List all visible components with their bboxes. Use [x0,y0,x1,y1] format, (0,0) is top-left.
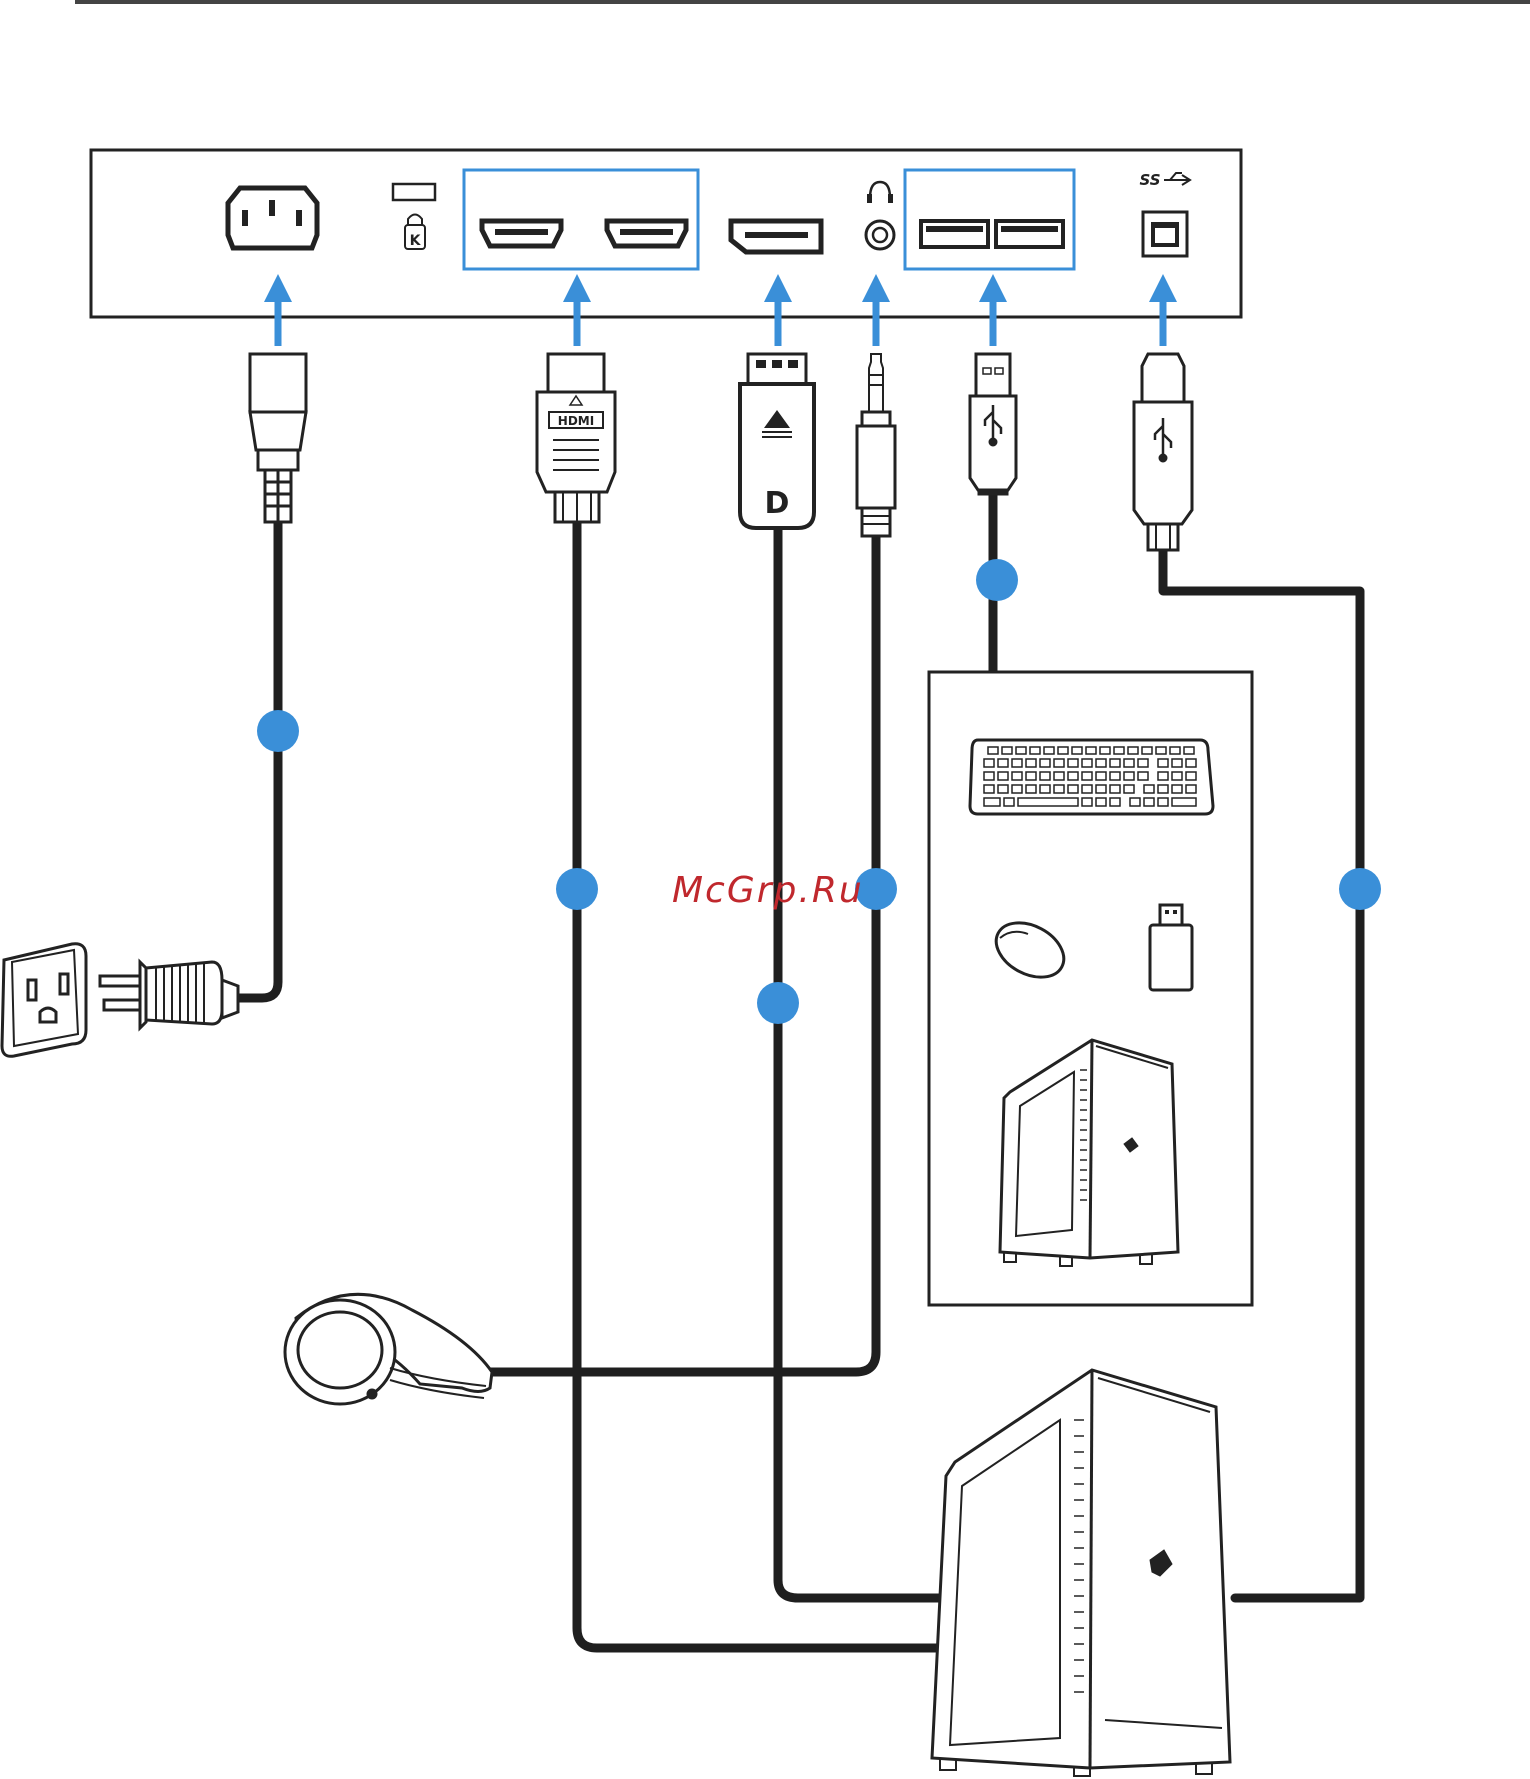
displayport-connector-icon: D [740,354,814,528]
hdmi-connector-icon: HDMI [537,354,615,522]
dp-cable [778,528,945,1598]
usb-devices-box [929,672,1252,1305]
top-rule [75,0,1530,4]
headphones-icon [285,1294,492,1404]
power-plug-connector-icon [250,354,306,522]
kensington-label: K [410,233,422,249]
marker-hdmi [556,868,598,910]
marker-dp [757,982,799,1024]
hdmi-port-icon [482,221,561,246]
usb-b-connector-icon [1134,354,1192,550]
power-plug-icon [100,962,238,1028]
dp-connector-text: D [765,486,790,521]
audio-cable [490,536,876,1372]
audio-jack-connector-icon [857,354,895,536]
usb-a-port-icon [996,221,1063,247]
wall-outlet-icon [2,944,86,1057]
marker-power [257,710,299,752]
marker-usb-b [1339,868,1381,910]
keyboard-icon [970,740,1213,814]
hdmi-connector-text: HDMI [558,414,594,428]
power-socket-icon [228,188,317,248]
hdmi-cable [577,522,945,1648]
displayport-port-icon [731,221,821,252]
pc-tower-large-icon [932,1370,1230,1776]
usb-a-port-icon [921,221,988,247]
power-cable [238,522,278,998]
usb-ss-label: SS [1139,171,1160,189]
usb-a-connector-icon [970,354,1016,494]
hdmi-port-icon [607,221,686,246]
marker-usb-a [976,559,1018,601]
monitor-io-panel: K [91,150,1241,317]
watermark-text: McGrp.Ru [672,870,864,911]
